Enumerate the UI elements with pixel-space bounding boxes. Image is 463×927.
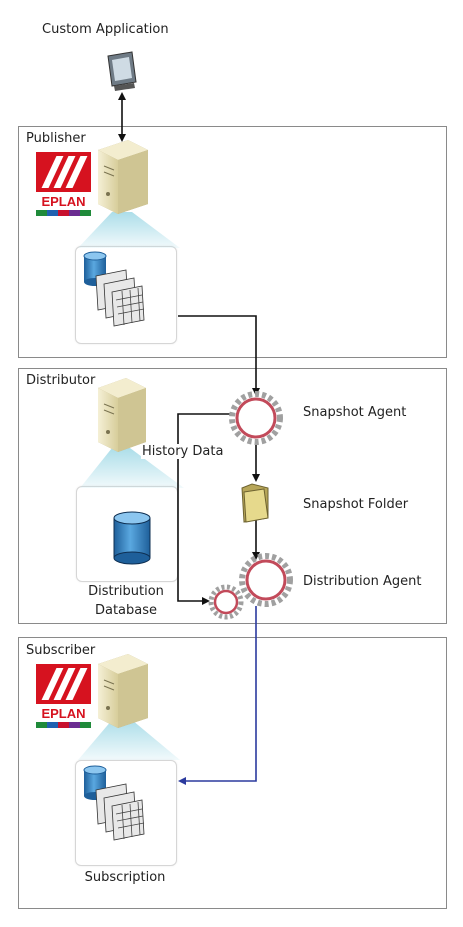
- distribution-agent-gear-icon: [239, 553, 293, 607]
- eplan-mark-icon: [36, 664, 91, 704]
- subscription-connector: [178, 606, 257, 785]
- subscription-label: Subscription: [84, 870, 166, 885]
- history-gear-icon: [208, 584, 244, 620]
- eplan-wordmark: EPLAN: [41, 706, 86, 721]
- publisher-table-stack-icon: [95, 269, 145, 327]
- publisher-server-icon: [98, 140, 148, 214]
- eplan-wordmark: EPLAN: [41, 194, 86, 209]
- eplan-color-bar: [36, 210, 91, 216]
- publisher-to-snapshot-connector: [178, 315, 260, 396]
- distribution-database-label-line1: Distribution: [88, 584, 164, 599]
- history-data-connector: [177, 413, 232, 605]
- monitor-icon: [107, 51, 137, 91]
- snapshot-folder-label: Snapshot Folder: [303, 497, 409, 512]
- distribution-agent-label: Distribution Agent: [303, 574, 422, 589]
- distribution-database-label-line2: Database: [94, 603, 158, 618]
- subscription-table-stack-icon: [95, 783, 145, 841]
- distributor-beam: [80, 448, 184, 488]
- distributor-title: Distributor: [26, 373, 96, 388]
- snapshot-agent-gear-icon: [229, 391, 283, 445]
- distributor-server-icon: [98, 378, 146, 452]
- eplan-color-bar: [36, 722, 91, 728]
- custom-application-label: Custom Application: [42, 22, 169, 37]
- eplan-mark-icon: [36, 152, 91, 192]
- publisher-eplan-logo: EPLAN: [36, 152, 91, 222]
- subscriber-title: Subscriber: [26, 643, 96, 658]
- subscriber-beam: [78, 720, 180, 760]
- subscriber-eplan-logo: EPLAN: [36, 664, 91, 734]
- publisher-beam: [78, 212, 180, 248]
- distribution-database-icon: [113, 511, 151, 565]
- snapshot-agent-label: Snapshot Agent: [303, 405, 407, 420]
- snapshot-folder-icon: [241, 483, 269, 523]
- publisher-title: Publisher: [26, 131, 86, 146]
- history-data-label: History Data: [141, 444, 225, 459]
- subscriber-server-icon: [98, 654, 148, 728]
